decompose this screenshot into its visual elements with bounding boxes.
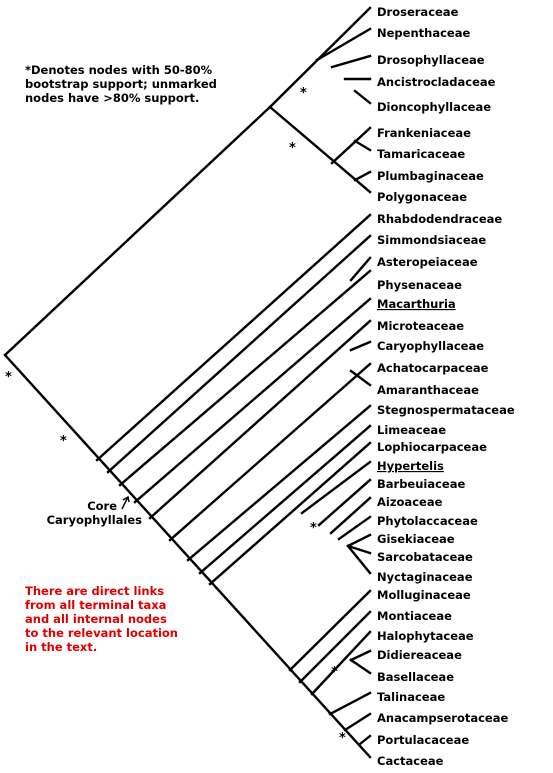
taxon-label-basellaceae[interactable]: Basellaceae (377, 670, 454, 684)
taxon-label-dioncophyllaceae[interactable]: Dioncophyllaceae (377, 100, 491, 114)
core-label-line-2: Caryophyllales (46, 513, 142, 527)
taxon-label-limeaceae[interactable]: Limeaceae (377, 423, 446, 437)
taxon-labels: DroseraceaeNepenthaceaeDrosophyllaceaeAn… (377, 5, 515, 768)
taxon-label-caryophyllaceae[interactable]: Caryophyllaceae (377, 339, 484, 353)
taxon-label-montiaceae[interactable]: Montiaceae (377, 609, 452, 623)
taxon-label-microteaceae[interactable]: Microteaceae (377, 319, 464, 333)
links-note-line-2: from all terminal taxa (25, 598, 167, 612)
taxon-label-aizoaceae[interactable]: Aizoaceae (377, 495, 443, 509)
legend-asterisk: * (25, 63, 32, 77)
core-caryophyllales-label: Core Caryophyllales (40, 499, 142, 527)
taxon-label-droseraceae[interactable]: Droseraceae (377, 5, 459, 19)
taxon-label-macarthuria[interactable]: Macarthuria (377, 297, 456, 311)
asterisk-marker: * (339, 731, 346, 746)
core-label-line-1: Core (87, 499, 117, 513)
taxon-label-plumbaginaceae[interactable]: Plumbaginaceae (377, 169, 484, 183)
taxon-label-didiereaceae[interactable]: Didiereaceae (377, 648, 462, 662)
taxon-label-talinaceae[interactable]: Talinaceae (377, 690, 445, 704)
taxon-label-molluginaceae[interactable]: Molluginaceae (377, 588, 471, 602)
taxon-label-drosophyllaceae[interactable]: Drosophyllaceae (377, 53, 485, 67)
taxon-label-halophytaceae[interactable]: Halophytaceae (377, 629, 474, 643)
links-note-line-1: There are direct links (25, 584, 165, 598)
taxon-label-amaranthaceae[interactable]: Amaranthaceae (377, 383, 479, 397)
taxon-label-stegnospermataceae[interactable]: Stegnospermataceae (377, 403, 515, 417)
legend-line-1: *Denotes nodes with 50-80% (25, 63, 217, 77)
taxon-label-phytolaccaceae[interactable]: Phytolaccaceae (377, 514, 478, 528)
taxon-label-portulacaceae[interactable]: Portulacaceae (377, 733, 469, 747)
taxon-label-achatocarpaceae[interactable]: Achatocarpaceae (377, 361, 489, 375)
asterisk-marker: * (310, 521, 317, 536)
asterisk-marker: * (331, 665, 338, 680)
legend-text-1: Denotes nodes with 50-80% (31, 63, 213, 77)
links-note-line-4: to the relevant location (25, 626, 178, 640)
taxon-label-asteropeiaceae[interactable]: Asteropeiaceae (377, 255, 478, 269)
taxon-label-frankeniaceae[interactable]: Frankeniaceae (377, 126, 471, 140)
taxon-label-anacampserotaceae[interactable]: Anacampserotaceae (377, 711, 508, 725)
asterisk-marker: * (5, 370, 12, 385)
bootstrap-legend: *Denotes nodes with 50-80% bootstrap sup… (25, 63, 217, 105)
taxon-label-rhabdodendraceae[interactable]: Rhabdodendraceae (377, 212, 502, 226)
taxon-label-barbeuiaceae[interactable]: Barbeuiaceae (377, 477, 465, 491)
taxon-label-lophiocarpaceae[interactable]: Lophiocarpaceae (377, 440, 487, 454)
links-note: There are direct links from all terminal… (25, 584, 178, 654)
asterisk-marker: * (300, 86, 307, 101)
taxon-label-polygonaceae[interactable]: Polygonaceae (377, 190, 467, 204)
taxon-label-tamaricaceae[interactable]: Tamaricaceae (377, 147, 465, 161)
legend-line-2: bootstrap support; unmarked (25, 77, 217, 91)
taxon-label-nyctaginaceae[interactable]: Nyctaginaceae (377, 570, 473, 584)
asterisk-marker: * (289, 141, 296, 156)
taxon-label-simmondsiaceae[interactable]: Simmondsiaceae (377, 233, 486, 247)
tree-branches (3, 6, 372, 759)
bootstrap-asterisks: * * * * * * * (5, 86, 346, 746)
taxon-label-cactaceae[interactable]: Cactaceae (377, 754, 444, 768)
links-note-line-5: in the text. (25, 640, 98, 654)
taxon-label-sarcobataceae[interactable]: Sarcobataceae (377, 550, 473, 564)
taxon-label-physenaceae[interactable]: Physenaceae (377, 278, 462, 292)
taxon-label-gisekiaceae[interactable]: Gisekiaceae (377, 532, 455, 546)
taxon-label-ancistrocladaceae[interactable]: Ancistrocladaceae (377, 75, 496, 89)
links-note-line-3: and all internal nodes (25, 612, 167, 626)
taxon-label-nepenthaceae[interactable]: Nepenthaceae (377, 26, 470, 40)
asterisk-marker: * (60, 434, 67, 449)
legend-line-3: nodes have >80% support. (25, 91, 200, 105)
taxon-label-hypertelis[interactable]: Hypertelis (377, 459, 444, 473)
core-caryophyllales-arrow (121, 495, 130, 510)
